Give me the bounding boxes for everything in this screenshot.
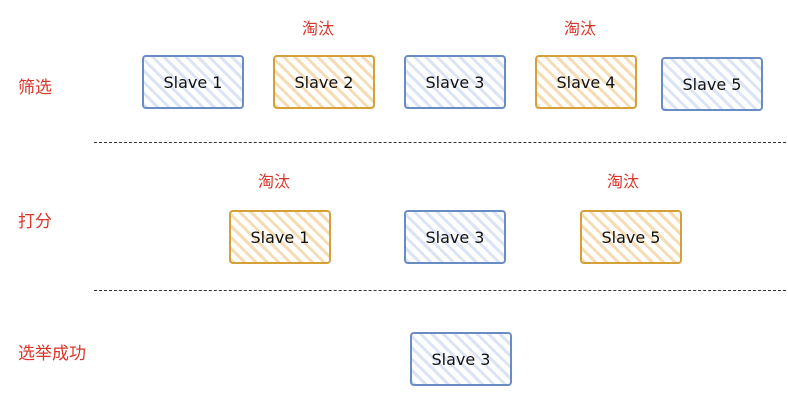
stage-label-filter: 筛选 <box>18 78 52 98</box>
stage-divider <box>94 142 786 143</box>
node-slave-1: Slave 1 <box>142 55 244 109</box>
node-slave-3: Slave 3 <box>404 210 506 264</box>
eliminated-tag: 淘汰 <box>564 19 597 38</box>
stage-label-elected: 选举成功 <box>18 344 86 364</box>
eliminated-tag: 淘汰 <box>258 172 291 191</box>
node-slave-5: Slave 5 <box>580 210 682 264</box>
node-slave-2: Slave 2 <box>273 55 375 109</box>
stage-label-score: 打分 <box>18 212 52 232</box>
stage-divider <box>94 290 786 291</box>
node-slave-3: Slave 3 <box>404 55 506 109</box>
node-slave-4: Slave 4 <box>535 55 637 109</box>
node-slave-3-elected: Slave 3 <box>410 332 512 386</box>
node-slave-1: Slave 1 <box>229 210 331 264</box>
eliminated-tag: 淘汰 <box>607 172 640 191</box>
eliminated-tag: 淘汰 <box>302 19 335 38</box>
node-slave-5: Slave 5 <box>661 57 763 111</box>
